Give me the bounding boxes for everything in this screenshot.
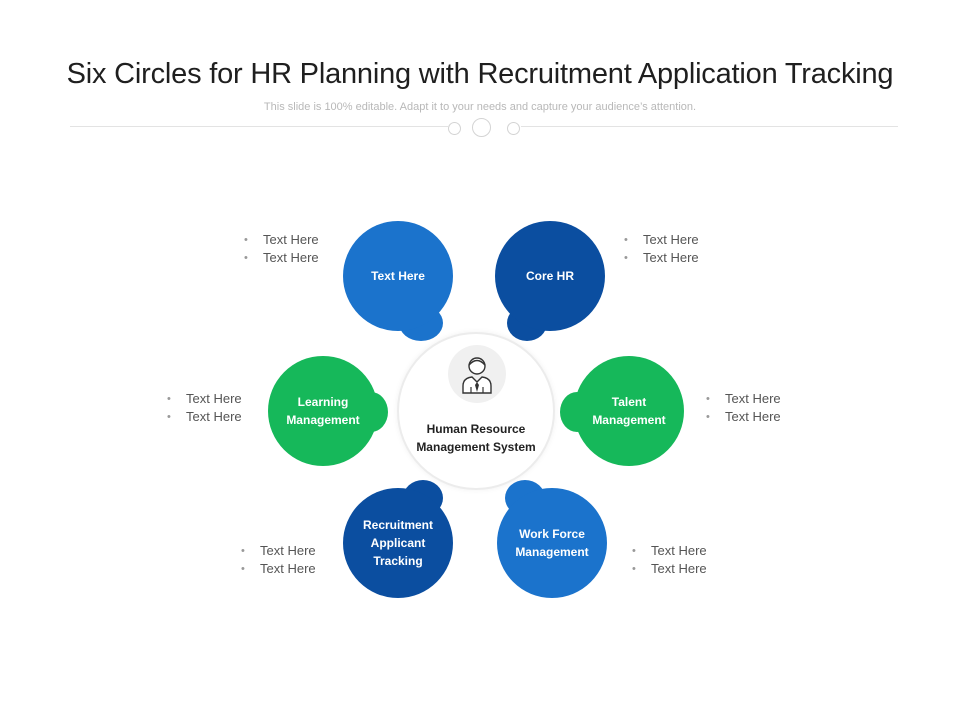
center-label-line1: Human Resource [426, 422, 526, 436]
divider-dot-small-left [448, 122, 461, 135]
bullet-list-bottom-right: Text Here Text Here [632, 542, 707, 578]
user-avatar-icon [448, 345, 506, 403]
bullet-item: Text Here [167, 408, 242, 426]
node-label: Core HR [502, 267, 598, 285]
bullet-list-top-left: Text Here Text Here [244, 231, 319, 267]
bullet-item: Text Here [624, 249, 699, 267]
divider-dot-small-right [507, 122, 520, 135]
center-label-line2: Management System [416, 440, 536, 454]
node-label-line1: Recruitment [362, 518, 433, 532]
node-label-line1: Talent [611, 395, 647, 409]
node-label-line2: Applicant [370, 536, 426, 550]
bullet-item: Text Here [241, 542, 316, 560]
bullet-list-top-right: Text Here Text Here [624, 231, 699, 267]
bullet-item: Text Here [624, 231, 699, 249]
divider-left [70, 126, 448, 127]
node-label-line2: Management [515, 545, 589, 559]
node-circle: Core HR [495, 221, 605, 331]
node-label-line3: Tracking [373, 554, 423, 568]
node-label: Talent Management [581, 393, 677, 429]
bullet-item: Text Here [167, 390, 242, 408]
node-label-line2: Management [592, 413, 666, 427]
node-circle: Talent Management [574, 356, 684, 466]
bullet-list-middle-left: Text Here Text Here [167, 390, 242, 426]
node-label: Work Force Management [504, 525, 600, 561]
divider-dot-large [472, 118, 491, 137]
bullet-item: Text Here [632, 560, 707, 578]
node-circle: Text Here [343, 221, 453, 331]
node-label-line1: Core HR [525, 269, 574, 283]
bullet-list-middle-right: Text Here Text Here [706, 390, 781, 426]
bullet-item: Text Here [244, 249, 319, 267]
node-label: Text Here [350, 267, 446, 285]
node-label: Learning Management [275, 393, 371, 429]
bullet-item: Text Here [241, 560, 316, 578]
slide-subtitle: This slide is 100% editable. Adapt it to… [263, 101, 697, 113]
node-label-line2: Management [286, 413, 360, 427]
node-label-line1: Learning [297, 395, 349, 409]
bullet-list-bottom-left: Text Here Text Here [241, 542, 316, 578]
node-label-line1: Work Force [519, 527, 585, 541]
bullet-item: Text Here [632, 542, 707, 560]
bullet-item: Text Here [244, 231, 319, 249]
node-label-line1: Text Here [371, 269, 425, 283]
node-circle: Recruitment Applicant Tracking [343, 488, 453, 598]
bullet-item: Text Here [706, 408, 781, 426]
center-hub-label: Human Resource Management System [397, 420, 555, 456]
divider-right [521, 126, 898, 127]
node-label: Recruitment Applicant Tracking [350, 516, 446, 570]
bullet-item: Text Here [706, 390, 781, 408]
node-circle: Learning Management [268, 356, 378, 466]
node-circle: Work Force Management [497, 488, 607, 598]
slide-title: Six Circles for HR Planning with Recruit… [66, 58, 894, 90]
